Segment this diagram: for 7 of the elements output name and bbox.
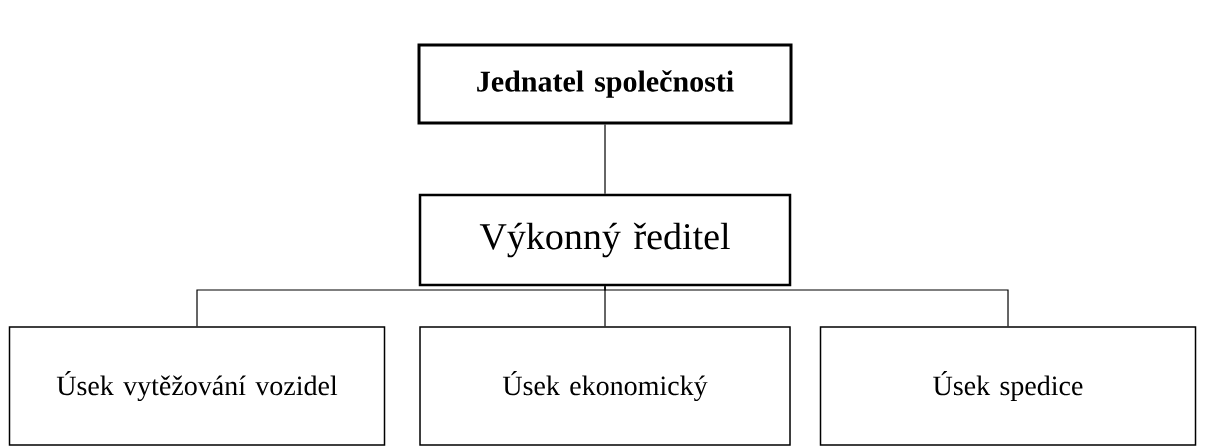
title-box: Jednatel společnosti	[417, 43, 793, 125]
connector-line	[604, 123, 606, 195]
department-box: Úsek vytěžování vozidel	[8, 326, 386, 446]
department-box: Úsek spedice	[819, 326, 1197, 446]
department-box: Úsek ekonomický	[419, 326, 791, 446]
role-box: Výkonný ředitel	[418, 193, 792, 287]
connector-line	[604, 285, 1009, 327]
